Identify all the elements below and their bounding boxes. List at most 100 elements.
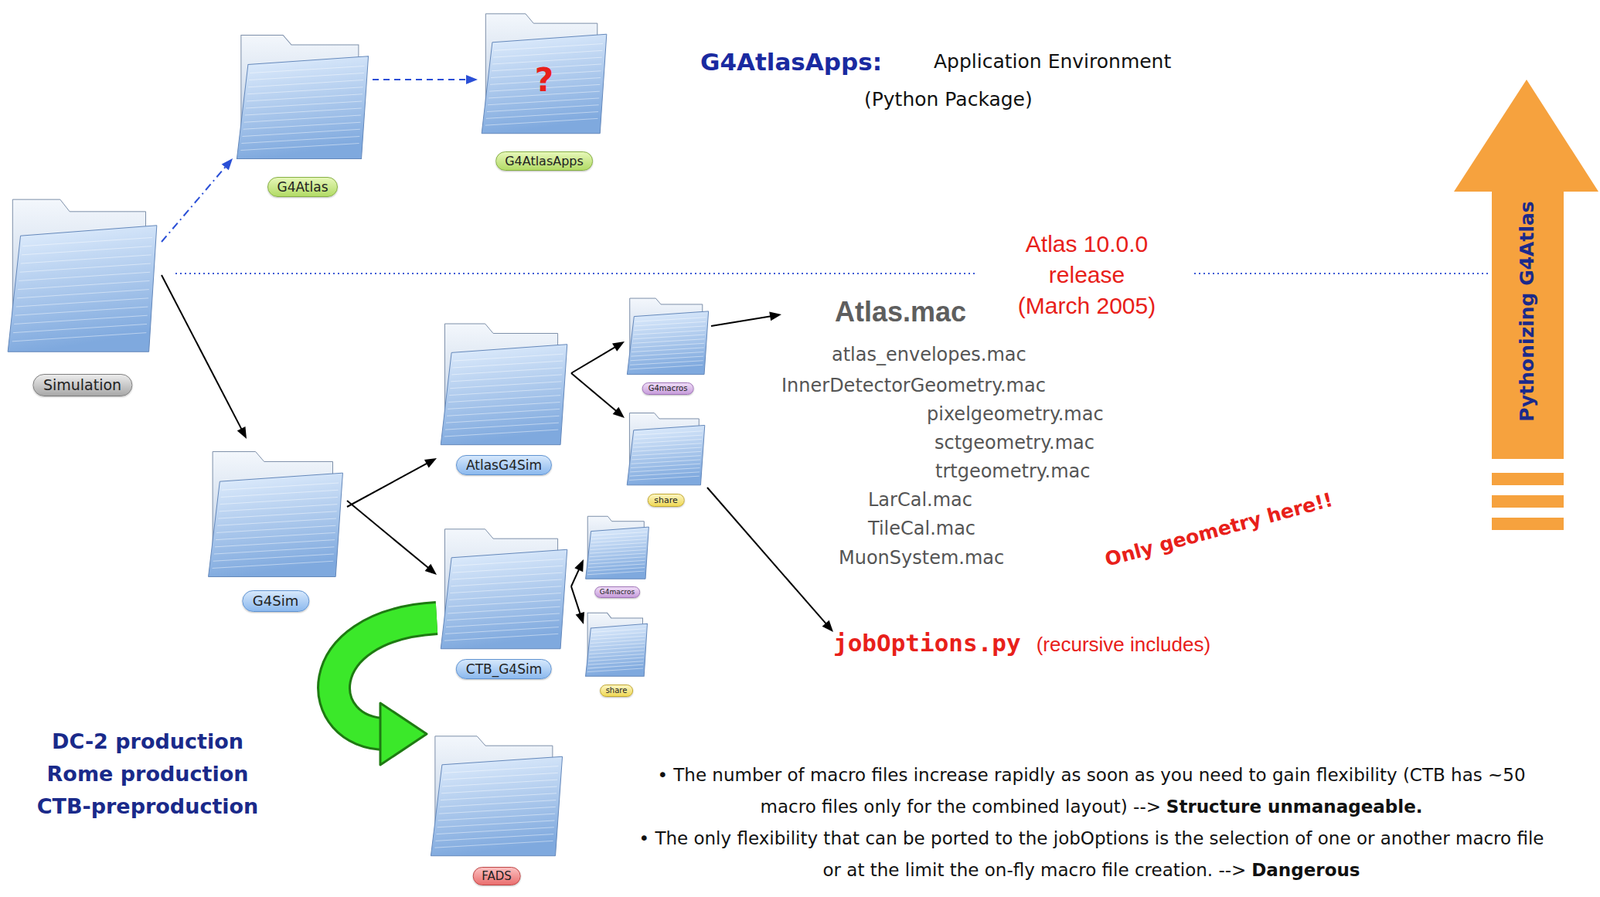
folder-stripe (632, 343, 705, 348)
folder-stripe (18, 272, 150, 281)
folder-stripe (486, 105, 600, 113)
folder-stripe (13, 323, 147, 333)
pill-wrap: CTB_G4Sim (456, 659, 552, 680)
arrow-head (769, 312, 782, 322)
folder-stripe (632, 451, 702, 456)
folder-stripe (249, 65, 365, 73)
folder-icon (624, 405, 708, 488)
folder-stripe (445, 422, 559, 430)
arrow-head (237, 426, 247, 440)
connector-line (571, 373, 618, 412)
folder-node: AtlasG4Sim (436, 311, 572, 476)
folder-front (585, 527, 650, 579)
folder-stripe (492, 57, 603, 65)
bullet-paragraph: • The only flexibility that can be porte… (627, 823, 1556, 887)
folder-icon (436, 517, 572, 654)
folder-label: share (599, 684, 634, 698)
progress-arrow: Pythonizing G4Atlas (1453, 79, 1599, 531)
folder-stripe (451, 367, 562, 375)
connector-line (707, 487, 828, 626)
folder-stripe (633, 326, 705, 331)
connector-line (161, 165, 227, 242)
folder-label: share (646, 493, 685, 508)
folder-stripe (435, 834, 554, 842)
macro-file: TileCal.mac (868, 517, 976, 541)
folder-label: AtlasG4Sim (456, 455, 552, 476)
folder-stripe (449, 586, 562, 594)
folder-label: G4macros (642, 382, 695, 395)
folder-label: CTB_G4Sim (456, 659, 552, 680)
folder-stripe (629, 360, 704, 366)
connector-line (372, 78, 469, 81)
folder-node: Simulation (3, 183, 162, 397)
rotated-wrap: Pythonizing G4Atlas (1515, 200, 1539, 422)
label-wrap: Application Environment (933, 49, 1172, 75)
folder-stripe (450, 374, 562, 382)
folder-stripe (17, 289, 150, 299)
connector (571, 341, 625, 374)
release-divider (1194, 272, 1488, 275)
folder-stripe (589, 643, 644, 647)
folder-stripe (633, 330, 706, 336)
arrow-head (424, 458, 437, 468)
folder-stripe (240, 143, 359, 151)
folder-stripe (241, 136, 360, 143)
folder-label: G4Atlas (267, 177, 339, 198)
connector (347, 458, 437, 508)
arrow-stripe (1491, 517, 1564, 531)
folder-stripe (633, 439, 702, 443)
folder-label: G4Sim (241, 590, 310, 613)
folder-stripe (591, 629, 646, 634)
folder-stripe (436, 827, 555, 835)
bullet-emphasis: Dangerous (1251, 860, 1360, 881)
connector-line (161, 275, 242, 431)
folder-icon (232, 22, 373, 164)
folder-stripe (493, 50, 603, 58)
label-wrap: DC-2 production (0, 728, 296, 756)
folder-stripe (487, 98, 600, 106)
folder-stripe (245, 101, 363, 109)
file-entry-wrap: trtgeometry.mac (935, 459, 1090, 484)
connector (707, 487, 834, 633)
folder-stripe (587, 568, 644, 572)
pill-wrap: G4macros (642, 382, 695, 395)
file-name: jobOptions.py (833, 627, 1022, 659)
folder-label: FADS (472, 867, 521, 886)
arrow-stripe (1491, 473, 1564, 486)
folder-label: Simulation (32, 374, 133, 397)
folder-stripe (446, 613, 560, 621)
file-entry-wrap: pixelgeometry.mac (926, 402, 1104, 426)
folder-stripe (437, 820, 555, 828)
connector-line (571, 346, 617, 374)
folder-stripe (449, 388, 562, 396)
folder-front (585, 623, 648, 677)
folder-stripe (443, 766, 559, 774)
folder-node: G4macros (624, 290, 712, 395)
folder-stripe (588, 657, 644, 662)
folder-stripe (216, 525, 336, 533)
folder-front (208, 473, 344, 577)
folder-stripe (20, 263, 151, 273)
question-mark: ? (534, 64, 554, 97)
pill-wrap: FADS (472, 867, 521, 886)
macro-file: trtgeometry.mac (935, 459, 1090, 484)
curved-arrow-head (380, 703, 427, 766)
label-wrap: Rome production (0, 760, 296, 789)
folder-node: G4macros (583, 510, 651, 599)
label-wrap: Atlas 10.0.0 release (March 2005) (1001, 228, 1172, 322)
folder-stripe (212, 561, 334, 569)
package-subtitle: Application Environment (933, 49, 1172, 75)
folder-stripe (634, 321, 706, 327)
file-entry-wrap: TileCal.mac (868, 517, 976, 541)
macro-heading: Atlas.mac (834, 295, 967, 330)
folder-stripe (440, 793, 557, 801)
file-entry-wrap: LarCal.mac (868, 488, 973, 512)
folder-stripe (630, 352, 704, 358)
folder-icon (583, 510, 651, 582)
folder-label: G4macros (594, 586, 641, 599)
folder-icon (436, 311, 572, 450)
folder-node: G4Sim (204, 439, 348, 613)
folder-stripe (447, 401, 561, 409)
arrow-head (466, 74, 478, 85)
